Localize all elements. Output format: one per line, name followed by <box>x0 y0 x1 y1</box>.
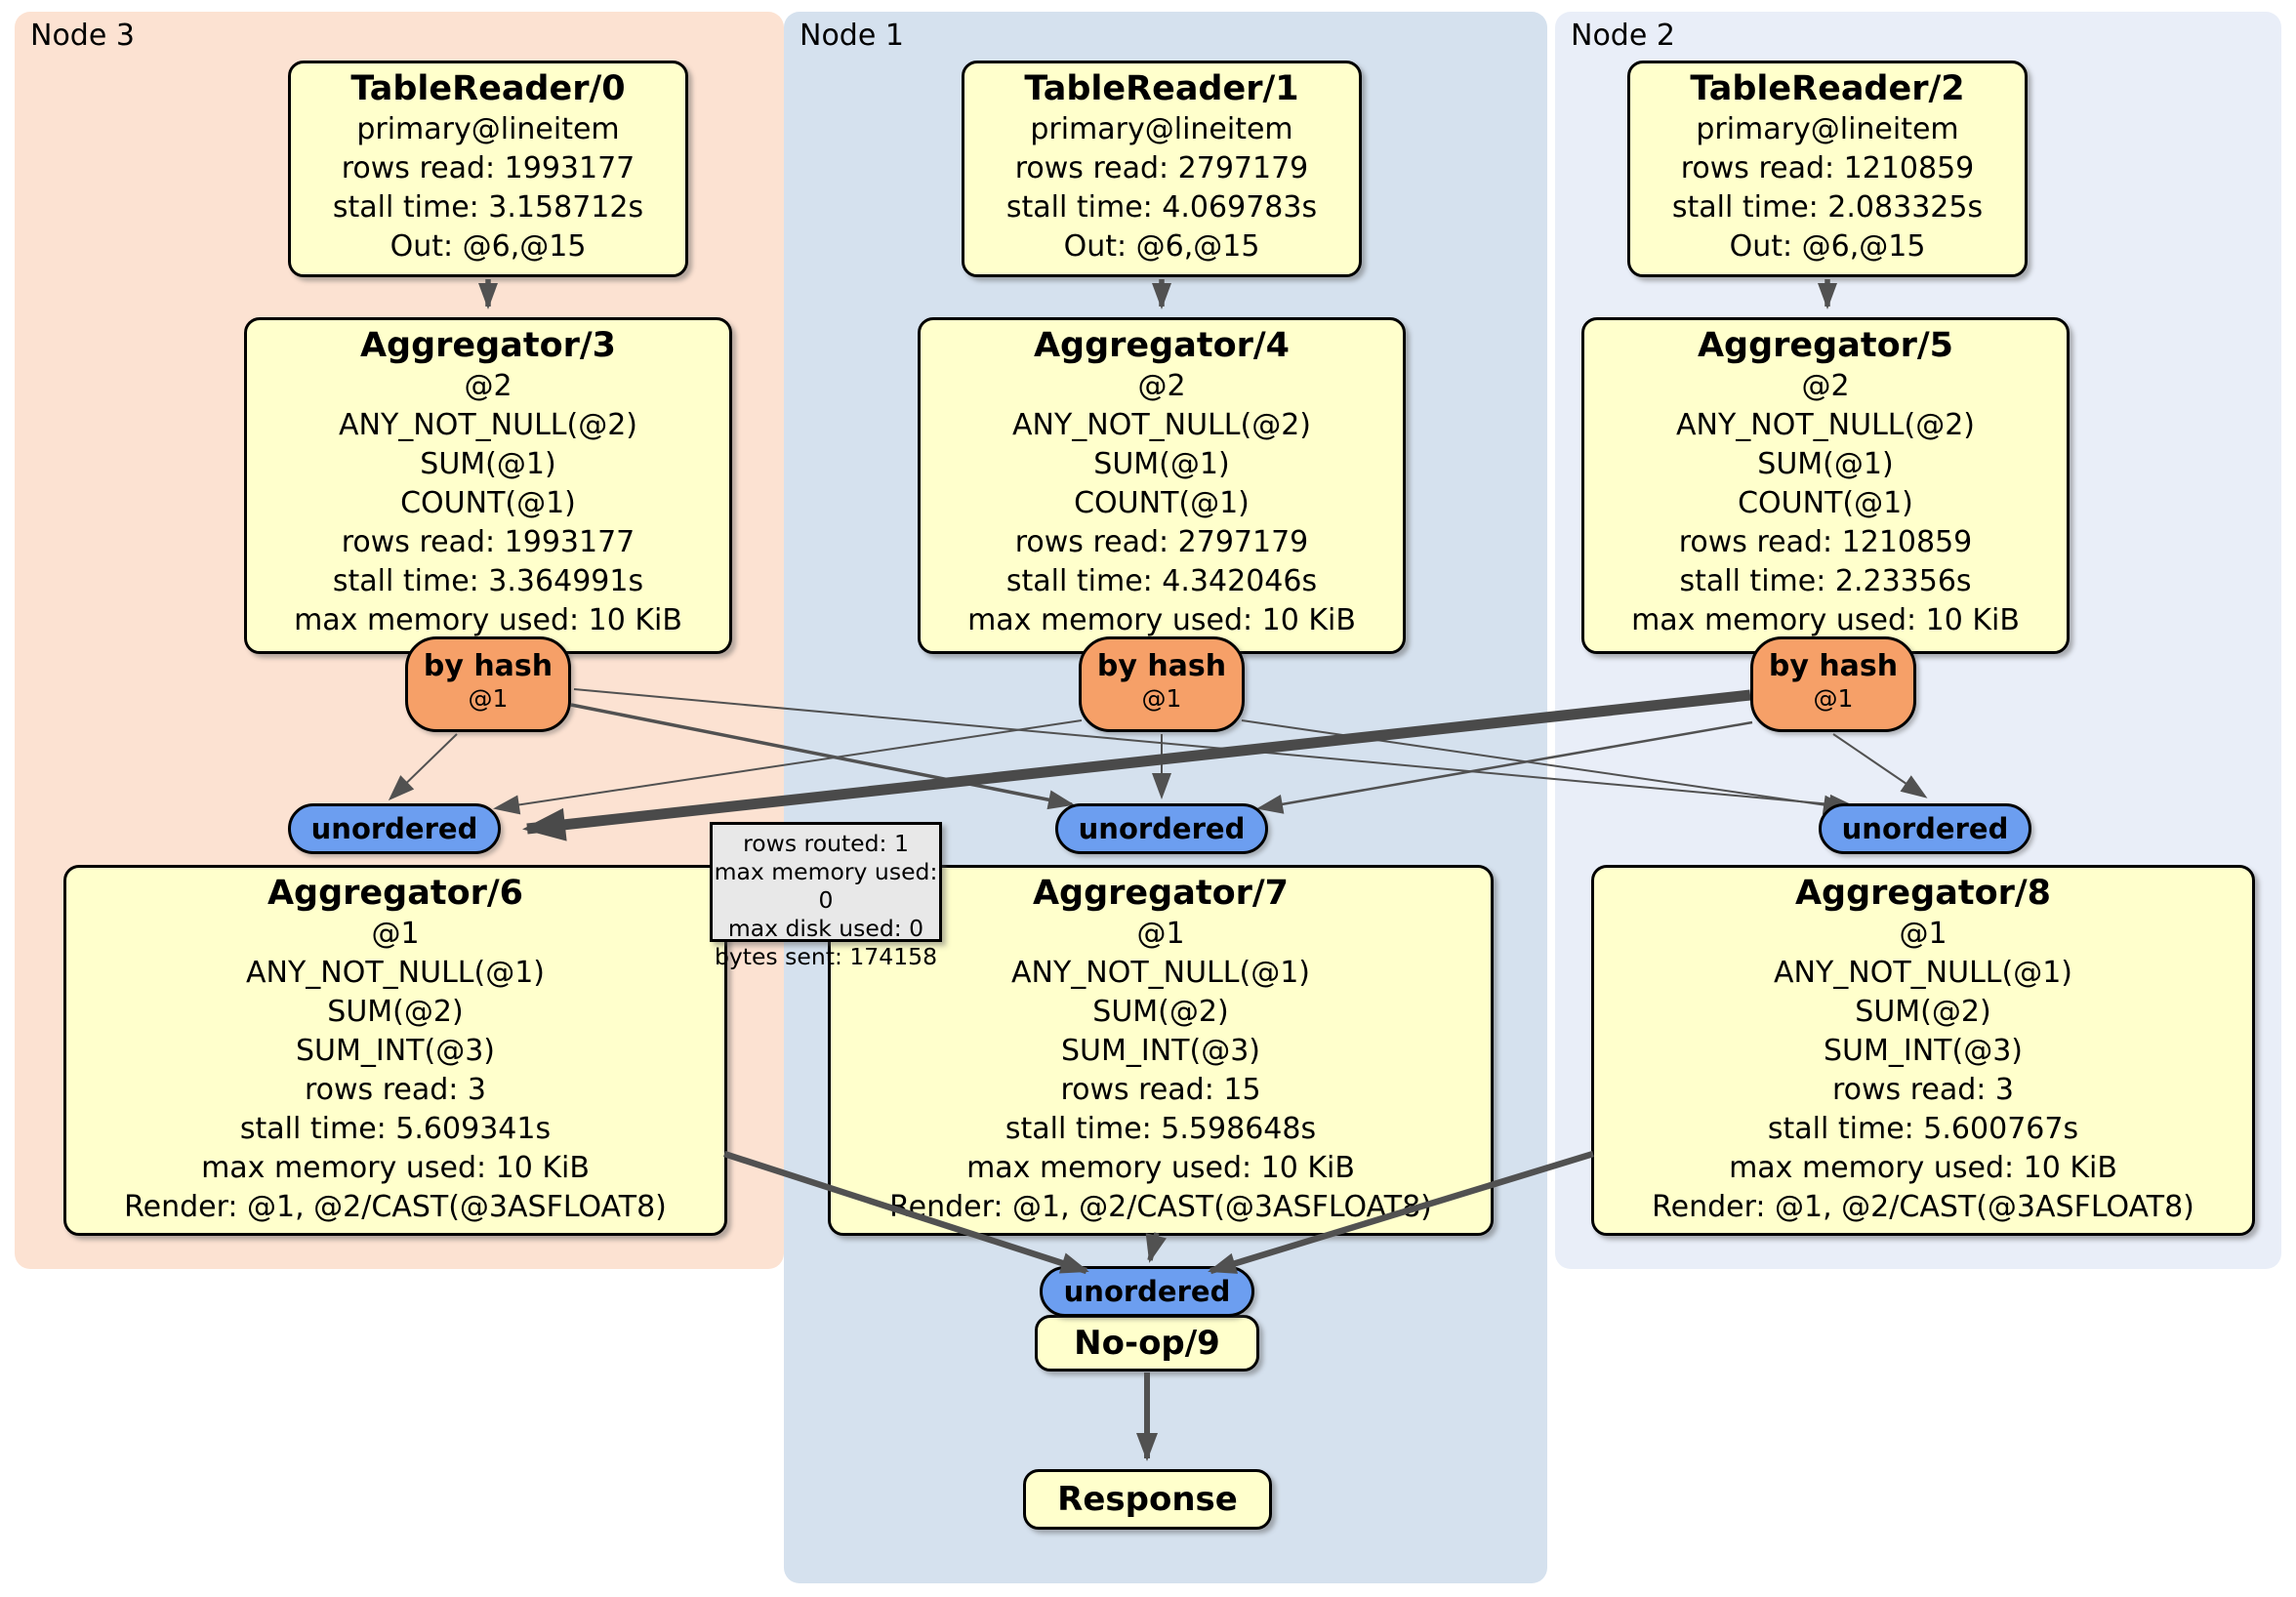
processor-title: TableReader/1 <box>1024 69 1299 108</box>
processor-title: TableReader/0 <box>350 69 626 108</box>
processor-noop-9[interactable]: No-op/9 <box>1035 1315 1259 1372</box>
router-by-hash-label: by hash <box>423 649 554 683</box>
router-by-hash-node1[interactable]: by hash @1 <box>1079 636 1245 732</box>
sync-unordered-node3[interactable]: unordered <box>288 803 501 854</box>
processor-title: Aggregator/7 <box>1032 874 1290 913</box>
node-region-label: Node 2 <box>1571 19 1675 53</box>
node-region-label: Node 3 <box>30 19 135 53</box>
processor-title: Response <box>1057 1480 1238 1519</box>
node-region-label: Node 1 <box>800 19 904 53</box>
processor-response[interactable]: Response <box>1023 1469 1272 1530</box>
processor-title: No-op/9 <box>1074 1324 1220 1363</box>
processor-title: TableReader/2 <box>1690 69 1965 108</box>
processor-title: Aggregator/4 <box>1033 326 1291 365</box>
router-by-hash-column: @1 <box>1141 684 1182 713</box>
router-by-hash-column: @1 <box>468 684 509 713</box>
router-by-hash-node3[interactable]: by hash @1 <box>405 636 571 732</box>
sync-unordered-node1[interactable]: unordered <box>1055 803 1268 854</box>
sync-unordered-final[interactable]: unordered <box>1040 1266 1254 1317</box>
router-by-hash-node2[interactable]: by hash @1 <box>1750 636 1916 732</box>
processor-title: Aggregator/5 <box>1697 326 1954 365</box>
sync-unordered-node2[interactable]: unordered <box>1819 803 2031 854</box>
router-by-hash-column: @1 <box>1813 684 1854 713</box>
router-by-hash-label: by hash <box>1768 649 1899 683</box>
processor-title: Aggregator/6 <box>266 874 524 913</box>
processor-title: Aggregator/3 <box>359 326 617 365</box>
processor-title: Aggregator/8 <box>1794 874 2052 913</box>
router-by-hash-label: by hash <box>1096 649 1227 683</box>
